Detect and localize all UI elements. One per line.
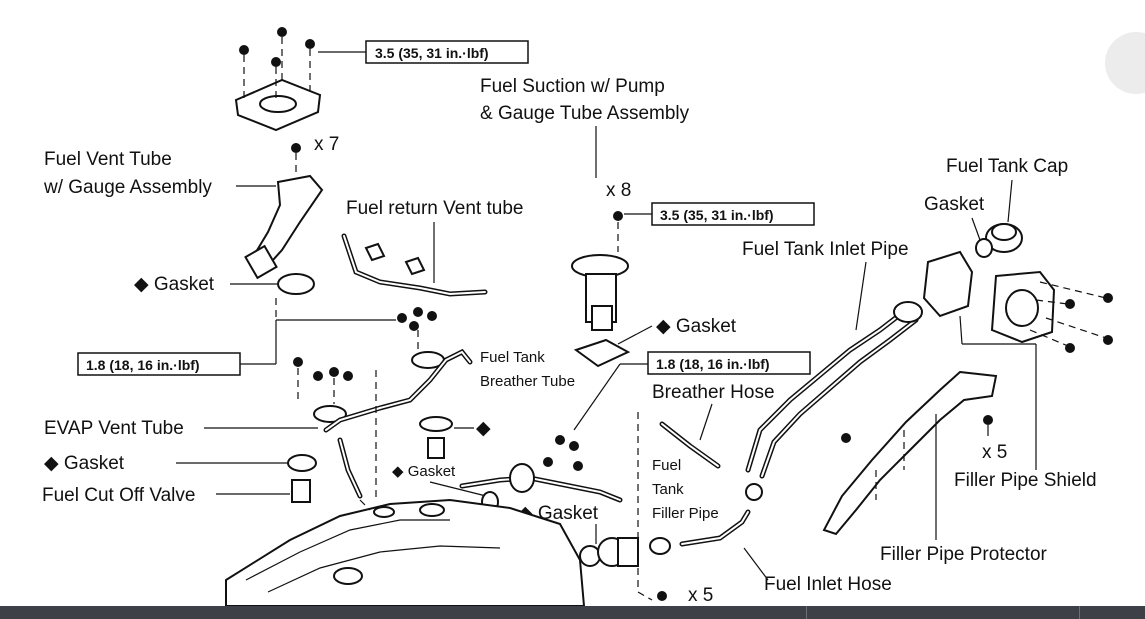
torque-box-top: 3.5 (35, 31 in.·lbf) [318, 40, 529, 64]
filler-protector-label: Filler Pipe Protector [880, 544, 1048, 565]
bolts-lower-group [293, 357, 353, 423]
cut-off-valve-part [291, 479, 311, 503]
breather-tube-label-line2: Breather Tube [480, 373, 575, 390]
return-vent-tube-part [341, 233, 488, 297]
pump-assembly-part: x 8 [571, 180, 631, 331]
vent-tube-label-line1: Fuel Vent Tube [44, 149, 172, 170]
torque-spec-left: 1.8 (18, 16 in.·lbf) [86, 357, 200, 373]
pump-assembly-label-line1: Fuel Suction w/ Pump [480, 76, 665, 97]
inlet-hose-part [679, 509, 751, 547]
torque-box-pump: 3.5 (35, 31 in.·lbf) [624, 202, 815, 226]
qty-x7: x 7 [314, 134, 339, 155]
breather-tube-label-line1: Fuel Tank [480, 349, 545, 366]
filler-shield-label: Filler Pipe Shield [954, 470, 1097, 491]
filler-housing-part [922, 250, 1113, 470]
breather-tube-part [459, 435, 623, 503]
breather-hose-part [659, 421, 851, 469]
shield-bolt [983, 415, 993, 436]
pump-gasket-part [573, 338, 631, 368]
toolbar-segment[interactable] [807, 606, 1080, 619]
qty-x5-bottom: x 5 [688, 585, 713, 606]
toolbar-segment[interactable] [1080, 606, 1144, 619]
inlet-pipe-label: Fuel Tank Inlet Pipe [742, 239, 909, 260]
return-vent-tube-label: Fuel return Vent tube [346, 198, 523, 219]
pump-assembly-label-line2: & Gauge Tube Assembly [480, 103, 690, 124]
toolbar-segment[interactable] [0, 606, 807, 619]
breather-hose-label: Breather Hose [652, 382, 775, 403]
small-gasket-label: ◆ Gasket [392, 463, 456, 480]
evap-vent-tube-label: EVAP Vent Tube [44, 418, 184, 439]
inlet-pipe-part [745, 301, 923, 501]
torque-spec-pump: 3.5 (35, 31 in.·lbf) [660, 207, 774, 223]
top-cover-plate [234, 27, 322, 132]
mid-diamond-part: ◆ [419, 416, 491, 459]
filler-neck-part [579, 537, 671, 567]
evap-gasket-label: ◆ Gasket [44, 453, 125, 474]
cap-gasket-part [975, 238, 993, 258]
fuel-tank-part [225, 498, 586, 607]
vent-tube-label-line2: w/ Gauge Assembly [43, 177, 212, 198]
cut-off-valve-label: Fuel Cut Off Valve [42, 485, 195, 506]
tank-cap-label: Fuel Tank Cap [946, 156, 1068, 177]
qty-x5-shield: x 5 [982, 442, 1007, 463]
torque-spec-top: 3.5 (35, 31 in.·lbf) [375, 45, 489, 61]
inlet-hose-label: Fuel Inlet Hose [764, 574, 892, 595]
filler-pipe-label-line1: Fuel [652, 457, 681, 474]
left-gasket-part [277, 273, 315, 295]
tank-cap-part [985, 223, 1023, 253]
pump-gasket-label: ◆ Gasket [656, 316, 737, 337]
torque-box-left: 1.8 (18, 16 in.·lbf) [77, 319, 396, 376]
cap-gasket-label: Gasket [924, 194, 985, 215]
filler-pipe-label-line2: Tank [652, 481, 684, 498]
qty-x8: x 8 [606, 180, 631, 201]
vent-tube-gauge-part [244, 143, 324, 280]
bolts-upper-group [397, 307, 445, 369]
torque-spec-right: 1.8 (18, 16 in.·lbf) [656, 356, 770, 372]
evap-gasket-part [287, 454, 317, 472]
torque-box-right: 1.8 (18, 16 in.·lbf) [573, 351, 811, 431]
evap-vent-tube-part [323, 348, 473, 499]
bottom-bolt [637, 591, 667, 601]
bottom-toolbar [0, 606, 1145, 619]
filler-pipe-label-line3: Filler Pipe [652, 505, 719, 522]
mid-diamond-label: ◆ [476, 418, 491, 439]
filler-protector-part [822, 370, 998, 540]
left-gasket-label: ◆ Gasket [134, 274, 215, 295]
